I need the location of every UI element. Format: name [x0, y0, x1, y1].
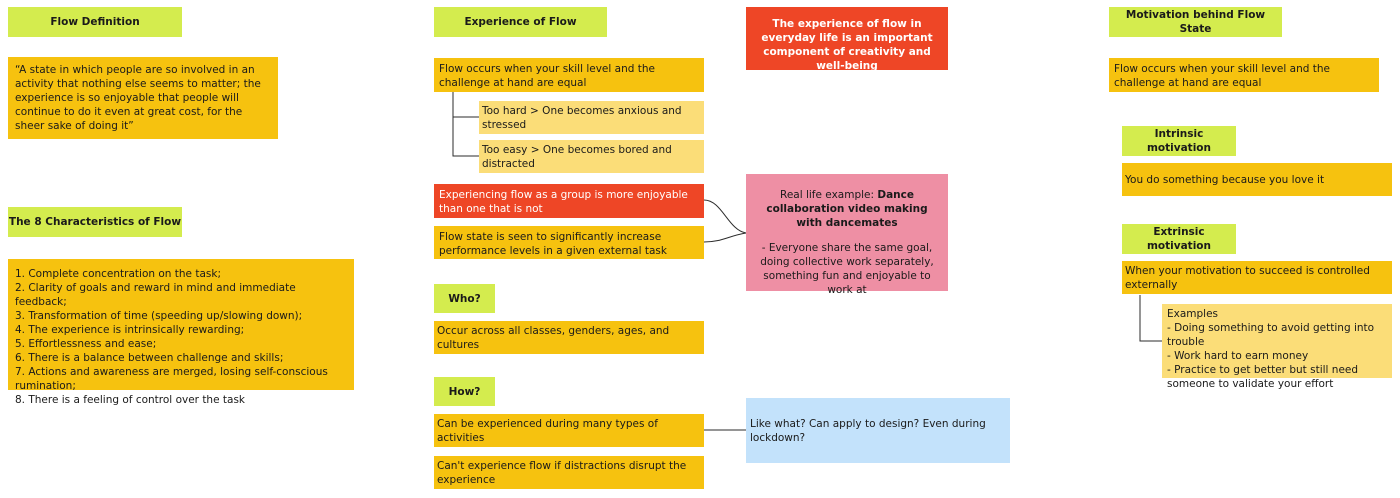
characteristic-item: 7. Actions and awareness are merged, los… — [15, 366, 328, 392]
too-easy-connector — [452, 117, 479, 157]
example-item: - Practice to get better but still need … — [1167, 364, 1359, 390]
flow-definition-quote: “A state in which people are so involved… — [15, 64, 261, 132]
how-activities-note[interactable]: Can be experienced during many types of … — [434, 414, 704, 447]
characteristics-note[interactable]: 1. Complete concentration on the task; 2… — [8, 259, 354, 406]
example-item: - Doing something to avoid getting into … — [1167, 322, 1375, 348]
motivation-title[interactable]: Motivation behind Flow State — [1109, 7, 1282, 37]
who-title[interactable]: Who? — [434, 284, 495, 313]
question-note[interactable]: Like what? Can apply to design? Even dur… — [746, 398, 1010, 463]
experience-title[interactable]: Experience of Flow — [434, 7, 607, 37]
characteristics-title[interactable]: The 8 Characteristics of Flow — [8, 207, 182, 237]
extrinsic-to-examples-connector — [1139, 295, 1162, 342]
who-note[interactable]: Occur across all classes, genders, ages,… — [434, 321, 704, 354]
too-hard-note[interactable]: Too hard > One becomes anxious and stres… — [479, 101, 704, 134]
how-distractions-note[interactable]: Can't experience flow if distractions di… — [434, 456, 704, 489]
motivation-examples-note[interactable]: Examples - Doing something to avoid gett… — [1162, 304, 1392, 390]
example-item: - Work hard to earn money — [1167, 350, 1309, 362]
characteristic-item: 5. Effortlessness and ease; — [15, 338, 157, 350]
how-title[interactable]: How? — [434, 377, 495, 406]
characteristic-item: 4. The experience is intrinsically rewar… — [15, 324, 245, 336]
characteristics-list: 1. Complete concentration on the task; 2… — [15, 267, 347, 407]
flow-definition-quote-note[interactable]: “A state in which people are so involved… — [8, 57, 278, 139]
group-to-example-connector — [703, 199, 747, 234]
performance-note[interactable]: Flow state is seen to significantly incr… — [434, 226, 704, 259]
group-flow-note[interactable]: Experiencing flow as a group is more enj… — [434, 184, 704, 218]
experience-skill-equal-note[interactable]: Flow occurs when your skill level and th… — [434, 58, 704, 92]
characteristic-item: 1. Complete concentration on the task; — [15, 268, 221, 280]
examples-heading: Examples — [1167, 308, 1219, 320]
intrinsic-motivation-note[interactable]: You do something because you love it — [1122, 163, 1392, 196]
intrinsic-motivation-title[interactable]: Intrinsic motivation — [1122, 126, 1236, 156]
characteristic-item: 2. Clarity of goals and reward in mind a… — [15, 282, 296, 308]
flow-definition-title[interactable]: Flow Definition — [8, 7, 182, 37]
too-hard-connector — [452, 92, 479, 118]
characteristic-item: 3. Transformation of time (speeding up/s… — [15, 310, 303, 322]
too-easy-note[interactable]: Too easy > One becomes bored and distrac… — [479, 140, 704, 173]
real-life-example-note[interactable]: Real life example: Dance collaboration v… — [746, 174, 948, 296]
characteristic-item: 8. There is a feeling of control over th… — [15, 394, 245, 406]
extrinsic-motivation-title[interactable]: Extrinsic motivation — [1122, 224, 1236, 254]
performance-to-example-connector — [703, 232, 747, 243]
characteristic-item: 6. There is a balance between challenge … — [15, 352, 284, 364]
real-life-detail: - Everyone share the same goal, doing co… — [760, 242, 934, 296]
extrinsic-motivation-note[interactable]: When your motivation to succeed is contr… — [1122, 261, 1392, 294]
everyday-life-note[interactable]: The experience of flow in everyday life … — [746, 7, 948, 72]
real-life-prefix: Real life example: — [780, 189, 878, 201]
real-life-highlight: Dance collaboration video making with da… — [766, 189, 928, 229]
motivation-skill-equal-note[interactable]: Flow occurs when your skill level and th… — [1109, 58, 1379, 92]
